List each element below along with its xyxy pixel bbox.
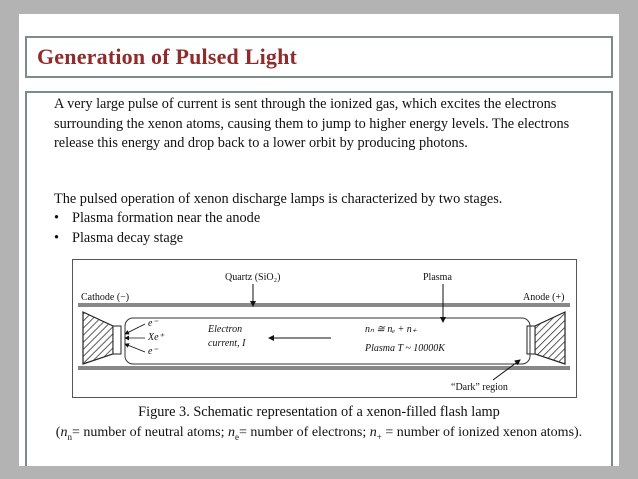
bullet-item: • Plasma decay stage [54,229,260,249]
flash-lamp-diagram: Cathode (−) Anode (+) Quartz (SiO₂) Plas… [78,272,570,393]
anode-label: Anode (+) [523,292,564,303]
note-var: n [228,425,235,440]
plasma-temperature: Plasma T ~ 10000K [364,343,446,354]
bullet-dot: • [54,229,60,246]
electron-current-label: Electron [207,324,242,335]
note-sub: e [235,431,239,442]
note-var: n [60,425,68,440]
paragraph-2: The pulsed operation of xenon discharge … [54,191,503,207]
figure-caption: Figure 3. Schematic representation of a … [138,404,500,420]
title-bar: Generation of Pulsed Light [25,36,613,78]
slide-title: Generation of Pulsed Light [37,44,298,69]
figure-note: (nn= number of neutral atoms; ne= number… [0,425,638,442]
tube-bottom-wall [78,366,570,370]
plasma-region [124,317,531,365]
tube-top-wall [78,303,570,307]
xenon-ion-symbol: Xe⁺ [147,332,165,343]
bullet-dot: • [54,210,60,226]
note-text: = number of neutral atoms; [71,425,228,440]
anode-electrode [526,311,566,365]
note-sub: n [67,431,72,442]
note-text: ( [55,425,61,440]
electron-symbol: e⁻ [148,318,158,329]
dark-region-label: “Dark” region [451,382,508,393]
bullet-list: • Plasma formation near the anode • Plasma… [54,209,260,248]
electron-symbol: e⁻ [148,346,158,357]
dark-region-arrow [492,359,521,381]
bullet-text: Plasma formation near the anode [72,210,261,226]
paragraph-1: A very large pulse of current is sent th… [54,96,570,151]
note-text: = number of ionized xenon atoms). [381,425,583,440]
note-sub: + [376,431,382,442]
particle-arrow [124,323,146,335]
cathode-label: Cathode (−) [81,292,129,303]
note-var: n [369,425,377,440]
note-text: = number of electrons; [239,425,370,440]
electron-current-label: current, I [208,338,246,349]
density-relation: nₙ ≅ nₑ + n₊ [365,324,418,335]
flash-lamp-figure: Cathode (−) Anode (+) Quartz (SiO₂) Plas… [72,259,577,398]
content-box [25,91,613,466]
particle-arrow [124,343,146,353]
quartz-label: Quartz (SiO₂) [225,272,280,283]
bullet-text: Plasma decay stage [72,229,184,246]
plasma-label: Plasma [423,272,452,283]
bullet-item: • Plasma formation near the anode [54,209,260,229]
cathode-electrode [82,311,122,365]
